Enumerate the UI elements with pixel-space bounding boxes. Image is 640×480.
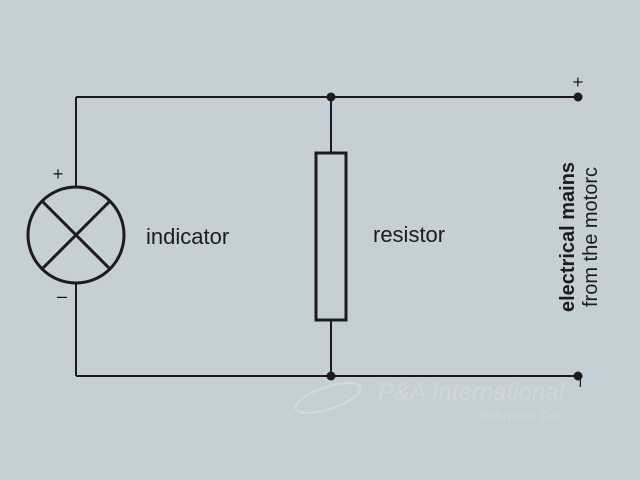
watermark-logo bbox=[294, 382, 362, 414]
lamp-plus-sign: + bbox=[53, 164, 64, 184]
terminal-plus-sign: + bbox=[568, 77, 588, 88]
lamp-circle bbox=[26, 185, 126, 285]
watermark-line1: P&A International bbox=[378, 379, 565, 406]
mains-label-line2: from the motorc bbox=[580, 167, 602, 307]
terminal-minus-sign: – bbox=[569, 377, 589, 387]
indicator-lamp bbox=[26, 185, 126, 285]
junction-top bbox=[326, 92, 336, 102]
indicator-label: indicator bbox=[146, 224, 229, 249]
terminal-bottom bbox=[573, 371, 583, 381]
watermark-line2: Pehmeier Col bbox=[480, 408, 559, 423]
lamp-minus-sign: – bbox=[57, 286, 67, 306]
mains-label: electrical mains from the motorc bbox=[557, 162, 602, 312]
terminal-top bbox=[573, 92, 583, 102]
junction-bottom bbox=[326, 371, 336, 381]
resistor-symbol bbox=[314, 151, 348, 322]
mains-label-line1: electrical mains bbox=[557, 162, 579, 312]
lamp-cross-b bbox=[40, 199, 112, 271]
resistor-label: resistor bbox=[373, 222, 445, 247]
watermark: P&A International Pehmeier Col bbox=[294, 379, 565, 423]
